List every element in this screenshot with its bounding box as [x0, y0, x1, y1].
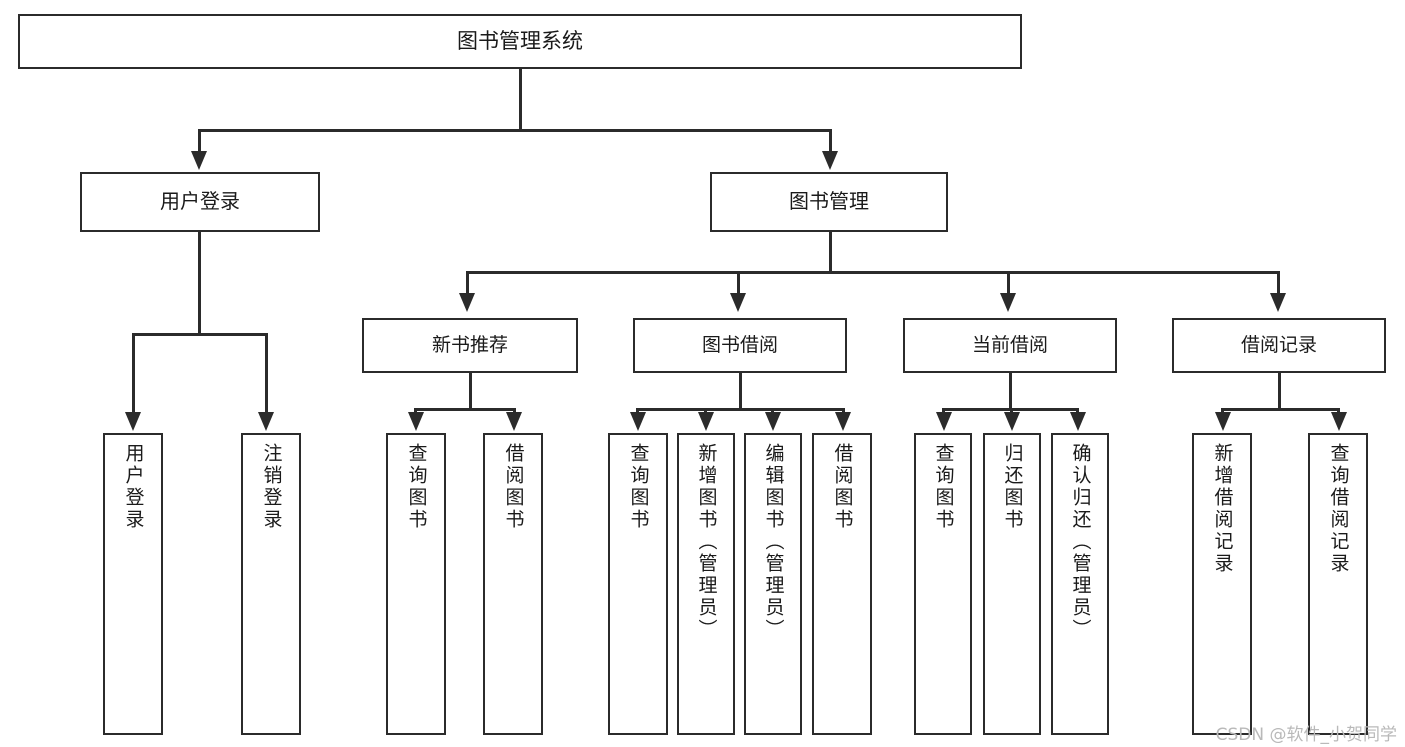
node-leaf-user-login[interactable]: 用户登录 — [103, 433, 163, 735]
connector-nbr-drop-1 — [414, 408, 417, 413]
node-label: 用户登录 — [122, 443, 145, 531]
connector-bb-drop-3 — [771, 408, 774, 413]
arrowhead-to-leaf-edit-book — [765, 412, 781, 431]
connector-root-drop-right — [829, 129, 832, 153]
arrowhead-to-borrow-record — [1270, 293, 1286, 312]
connector-cb-drop-2 — [1010, 408, 1013, 413]
connector-bb-bus — [636, 408, 845, 411]
node-leaf-add-borrow-record[interactable]: 新增借阅记录 — [1192, 433, 1252, 735]
node-leaf-edit-book[interactable]: 编辑图书（管理员） — [744, 433, 802, 735]
arrowhead-to-leaf-borrow-book — [835, 412, 851, 431]
node-label: 图书管理系统 — [457, 29, 583, 54]
connector-bm-drop-4 — [1277, 271, 1280, 295]
connector-br-drop-1 — [1221, 408, 1224, 413]
connector-bm-drop-2 — [737, 271, 740, 295]
node-label: 确认归还（管理员） — [1069, 443, 1092, 641]
connector-user-login-drop-1 — [132, 333, 135, 413]
node-label: 编辑图书（管理员） — [762, 443, 785, 641]
node-label: 注销登录 — [260, 443, 283, 531]
node-label: 归还图书 — [1001, 443, 1024, 531]
node-label: 当前借阅 — [971, 334, 1048, 357]
node-leaf-query-borrow-record[interactable]: 查询借阅记录 — [1308, 433, 1368, 735]
arrowhead-to-user-login — [191, 151, 207, 170]
arrowhead-to-leaf-logout — [258, 412, 274, 431]
node-leaf-borrow-book[interactable]: 借阅图书 — [812, 433, 872, 735]
connector-bm-drop-1 — [466, 271, 469, 295]
node-label: 查询图书 — [932, 443, 955, 531]
node-root-book-management-system[interactable]: 图书管理系统 — [18, 14, 1022, 69]
arrowhead-to-leaf-add-borrow-record — [1215, 412, 1231, 431]
connector-nbr-stem — [469, 373, 472, 410]
arrowhead-to-leaf-user-login — [125, 412, 141, 431]
node-leaf-add-book[interactable]: 新增图书（管理员） — [677, 433, 735, 735]
connector-nbr-bus — [414, 408, 516, 411]
connector-root-drop-left — [198, 129, 201, 153]
node-leaf-return-book[interactable]: 归还图书 — [983, 433, 1041, 735]
connector-bb-drop-4 — [842, 408, 845, 413]
node-borrow-record[interactable]: 借阅记录 — [1172, 318, 1386, 373]
arrowhead-to-leaf-query-book-recommend — [408, 412, 424, 431]
connector-nbr-drop-2 — [513, 408, 516, 413]
node-label: 新增借阅记录 — [1211, 443, 1234, 575]
node-label: 借阅记录 — [1240, 334, 1317, 357]
connector-br-drop-2 — [1337, 408, 1340, 413]
arrowhead-to-new-book-recommend — [459, 293, 475, 312]
node-label: 图书管理 — [789, 189, 869, 214]
arrowhead-to-leaf-return-book — [1004, 412, 1020, 431]
node-label: 查询借阅记录 — [1327, 443, 1350, 575]
connector-bm-drop-3 — [1007, 271, 1010, 295]
arrowhead-to-book-management — [822, 151, 838, 170]
arrowhead-to-leaf-query-book-borrow — [630, 412, 646, 431]
connector-user-login-stem — [198, 232, 201, 335]
connector-bb-drop-1 — [636, 408, 639, 413]
connector-user-login-bus — [132, 333, 268, 336]
node-user-login[interactable]: 用户登录 — [80, 172, 320, 232]
csdn-watermark: CSDN @软件_小贺同学 — [1215, 725, 1397, 745]
arrowhead-to-leaf-query-borrow-record — [1331, 412, 1347, 431]
node-label: 查询图书 — [405, 443, 428, 531]
connector-bb-stem — [739, 373, 742, 410]
node-leaf-borrow-book-recommend[interactable]: 借阅图书 — [483, 433, 543, 735]
connector-book-management-stem — [829, 232, 832, 273]
arrowhead-to-current-borrow — [1000, 293, 1016, 312]
node-label: 借阅图书 — [502, 443, 525, 531]
connector-cb-drop-3 — [1076, 408, 1079, 413]
connector-br-stem — [1278, 373, 1281, 410]
arrowhead-to-leaf-add-book — [698, 412, 714, 431]
connector-root-stem — [519, 69, 522, 131]
connector-user-login-drop-2 — [265, 333, 268, 413]
connector-bb-drop-2 — [704, 408, 707, 413]
connector-cb-stem — [1009, 373, 1012, 410]
node-label: 图书借阅 — [701, 334, 778, 357]
node-leaf-confirm-return[interactable]: 确认归还（管理员） — [1051, 433, 1109, 735]
connector-br-bus — [1221, 408, 1340, 411]
node-label: 新增图书（管理员） — [695, 443, 718, 641]
connector-cb-drop-1 — [942, 408, 945, 413]
node-new-book-recommend[interactable]: 新书推荐 — [362, 318, 578, 373]
node-label: 新书推荐 — [431, 334, 508, 357]
node-leaf-query-book-recommend[interactable]: 查询图书 — [386, 433, 446, 735]
connector-book-management-bus — [466, 271, 1280, 274]
arrowhead-to-leaf-borrow-book-recommend — [506, 412, 522, 431]
node-label: 用户登录 — [160, 189, 240, 214]
arrowhead-to-book-borrow — [730, 293, 746, 312]
node-current-borrow[interactable]: 当前借阅 — [903, 318, 1117, 373]
node-leaf-logout[interactable]: 注销登录 — [241, 433, 301, 735]
node-label: 借阅图书 — [831, 443, 854, 531]
node-leaf-query-book-borrow[interactable]: 查询图书 — [608, 433, 668, 735]
connector-root-bus — [198, 129, 832, 132]
node-label: 查询图书 — [627, 443, 650, 531]
node-book-borrow[interactable]: 图书借阅 — [633, 318, 847, 373]
arrowhead-to-leaf-query-book-current — [936, 412, 952, 431]
node-leaf-query-book-current[interactable]: 查询图书 — [914, 433, 972, 735]
arrowhead-to-leaf-confirm-return — [1070, 412, 1086, 431]
node-book-management[interactable]: 图书管理 — [710, 172, 948, 232]
